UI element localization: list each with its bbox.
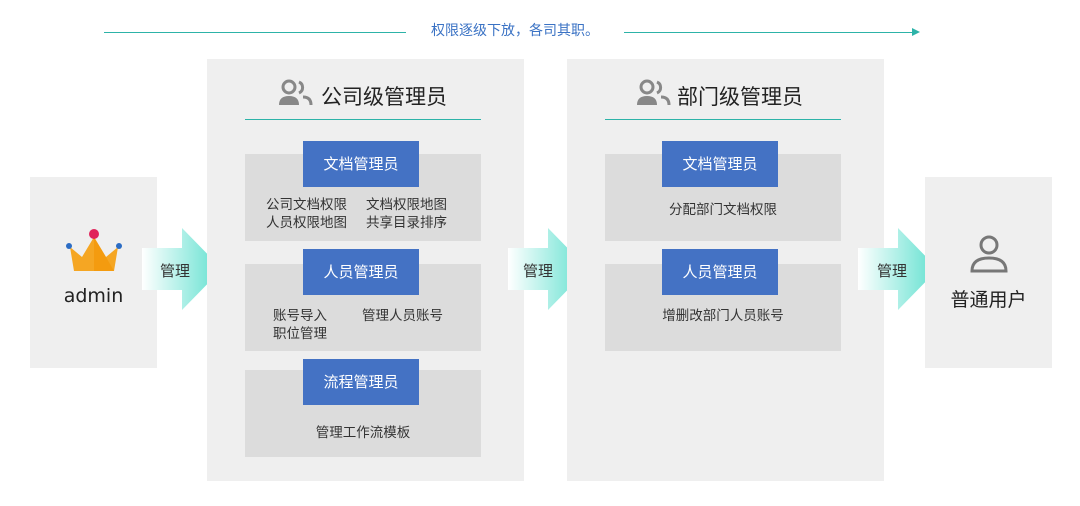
perm-item: 共享目录排序 — [366, 215, 447, 231]
users-icon — [279, 79, 313, 106]
admin-label: admin — [63, 285, 124, 307]
flow-label-2: 管理 — [523, 262, 554, 280]
company-doc-admin-tag: 文档管理员 — [303, 141, 419, 187]
banner-arrow-head — [912, 28, 920, 36]
flow-label-1: 管理 — [160, 262, 191, 280]
company-flow-admin-tag: 流程管理员 — [303, 359, 419, 405]
crown-icon — [66, 229, 122, 271]
banner-line-right — [624, 32, 914, 33]
end-user-label: 普通用户 — [950, 289, 1027, 311]
banner-line-left — [104, 32, 406, 33]
dept-user-admin-tag: 人员管理员 — [662, 249, 778, 295]
company-user-admin-tag: 人员管理员 — [303, 249, 419, 295]
end-user-box: 普通用户 — [925, 177, 1052, 368]
company-panel-rule — [245, 119, 481, 120]
dept-panel-title: 部门级管理员 — [677, 85, 803, 109]
dept-panel-rule — [605, 119, 841, 120]
flow-arrow-3 — [858, 228, 938, 310]
perm-item: 增删改部门人员账号 — [662, 308, 784, 324]
flow-label-3: 管理 — [877, 262, 908, 280]
dept-doc-admin-tag: 文档管理员 — [662, 141, 778, 187]
admin-box: admin — [30, 177, 157, 368]
perm-item: 分配部门文档权限 — [669, 202, 777, 218]
perm-item: 职位管理 — [273, 326, 327, 342]
perm-item: 管理人员账号 — [362, 308, 443, 324]
banner-text: 权限逐级下放，各司其职。 — [431, 23, 599, 39]
perm-item: 文档权限地图 — [366, 197, 447, 213]
perm-item: 人员权限地图 — [266, 215, 347, 231]
perm-item: 管理工作流模板 — [315, 425, 411, 441]
dept-admin-panel: 部门级管理员 文档管理员 分配部门文档权限 人员管理员 增删改部门人员账号 — [567, 59, 884, 481]
company-admin-panel: 公司级管理员 文档管理员 公司文档权限 文档权限地图 人员权限地图 共享目录排序… — [207, 59, 524, 481]
perm-item: 账号导入 — [273, 308, 327, 324]
company-panel-title: 公司级管理员 — [321, 85, 447, 109]
perm-item: 公司文档权限 — [266, 197, 347, 213]
flow-arrow-1 — [142, 228, 222, 310]
user-icon — [970, 235, 1008, 273]
users-icon — [637, 79, 671, 106]
